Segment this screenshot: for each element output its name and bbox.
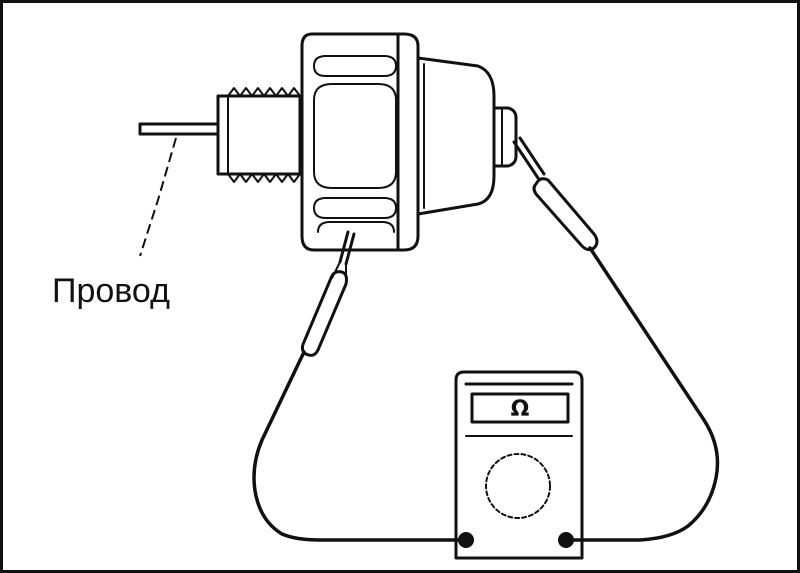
terminal-pin	[138, 122, 220, 136]
jack-right	[558, 532, 574, 548]
test-leads	[252, 246, 720, 542]
sensor-terminal	[492, 106, 518, 168]
wire-label-leader	[139, 137, 177, 257]
selector-dial	[485, 453, 551, 519]
wire-label: Провод	[52, 272, 170, 310]
ohmmeter: Ω	[454, 370, 584, 560]
ohm-symbol: Ω	[511, 397, 530, 422]
right-lead	[564, 246, 720, 542]
probe-left	[300, 230, 356, 357]
jack-left	[458, 532, 474, 548]
ohmmeter-display	[470, 392, 570, 424]
threaded-body	[216, 87, 302, 183]
left-lead	[252, 350, 468, 542]
probe-right	[512, 136, 599, 252]
hex-nut	[300, 32, 420, 252]
sensor-housing	[416, 56, 496, 216]
